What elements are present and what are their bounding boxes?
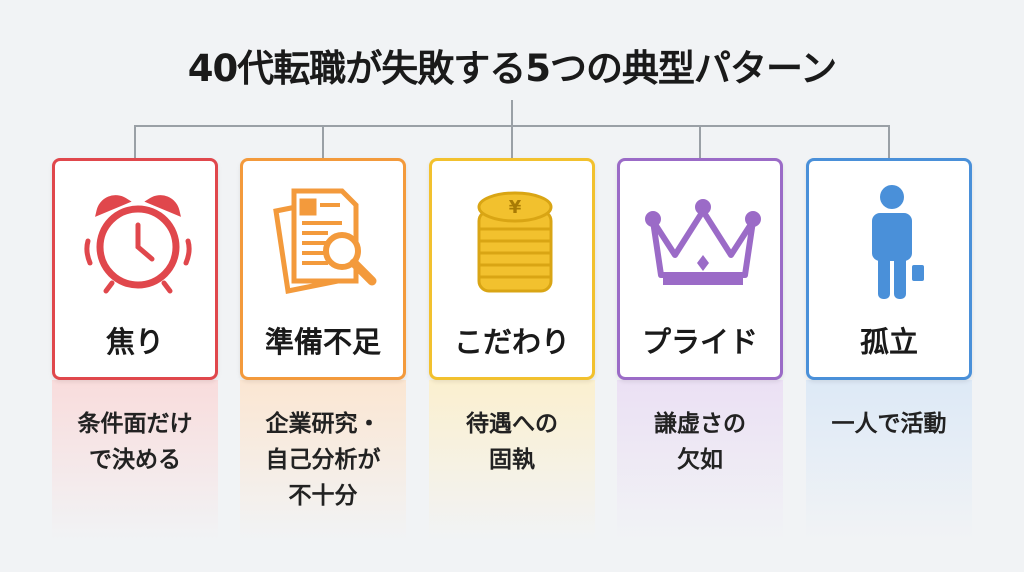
description-line: 条件面だけ bbox=[77, 411, 193, 437]
description-line: 一人で活動 bbox=[831, 411, 947, 437]
pattern-label: こだわり bbox=[453, 325, 570, 359]
pattern-card: ¥ こだわり bbox=[429, 158, 595, 380]
connector-drop bbox=[699, 125, 701, 159]
pattern-column: ¥ こだわり 待遇への固執 bbox=[429, 158, 595, 540]
connector-drop bbox=[888, 125, 890, 159]
pattern-label: 準備不足 bbox=[264, 325, 381, 359]
pattern-card: 準備不足 bbox=[240, 158, 406, 380]
pattern-column: 準備不足 企業研究・自己分析が不十分 bbox=[240, 158, 406, 540]
description-line: 不十分 bbox=[288, 483, 358, 509]
pattern-description: 待遇への固執 bbox=[429, 380, 595, 540]
pattern-column: プライド 謙虚さの欠如 bbox=[617, 158, 783, 540]
svg-text:¥: ¥ bbox=[509, 197, 522, 218]
pattern-column: 焦り 条件面だけで決める bbox=[52, 158, 218, 540]
pattern-description: 一人で活動 bbox=[806, 380, 972, 540]
pattern-column: 孤立 一人で活動 bbox=[806, 158, 972, 540]
pattern-card: プライド bbox=[617, 158, 783, 380]
description-line: 自己分析が bbox=[265, 447, 381, 473]
description-line: 固執 bbox=[489, 447, 535, 473]
yen-coins-icon: ¥ bbox=[477, 191, 553, 293]
pattern-description: 謙虚さの欠如 bbox=[617, 380, 783, 540]
connector-drop bbox=[322, 125, 324, 159]
connector-drop bbox=[511, 125, 513, 159]
pattern-card: 焦り bbox=[52, 158, 218, 380]
description-line: で決める bbox=[89, 447, 181, 473]
connector-trunk bbox=[511, 100, 513, 126]
description-line: 欠如 bbox=[677, 447, 723, 473]
pattern-description: 企業研究・自己分析が不十分 bbox=[240, 380, 406, 540]
pattern-card: 孤立 bbox=[806, 158, 972, 380]
description-line: 謙虚さの bbox=[654, 411, 746, 437]
description-line: 企業研究・ bbox=[265, 411, 381, 437]
document-search-icon bbox=[273, 188, 377, 294]
pattern-label: プライド bbox=[641, 325, 758, 359]
pattern-label: 焦り bbox=[105, 325, 164, 359]
pattern-label: 孤立 bbox=[859, 325, 918, 359]
alarm-clock-icon bbox=[84, 195, 192, 294]
person-icon bbox=[872, 185, 924, 299]
crown-icon bbox=[645, 199, 761, 285]
diagram-title: 40代転職が失敗する5つの典型パターン bbox=[187, 47, 837, 90]
pattern-description: 条件面だけで決める bbox=[52, 380, 218, 540]
connector-drop bbox=[134, 125, 136, 159]
description-line: 待遇への bbox=[466, 411, 558, 437]
